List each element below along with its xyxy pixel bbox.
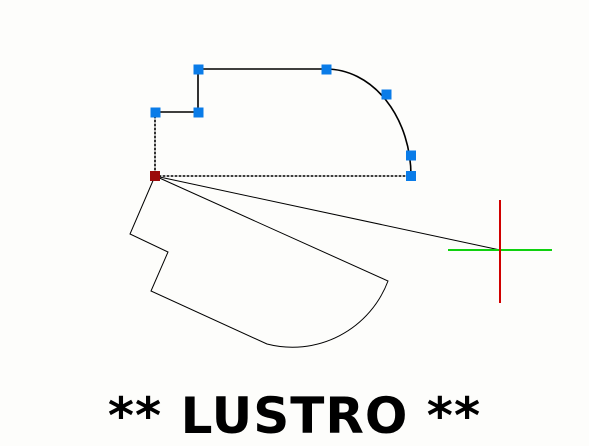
- mirror-preview-polyline: [129, 175, 389, 348]
- grip-vertex[interactable]: [193, 64, 204, 75]
- mirror-line: [154, 175, 501, 251]
- grip-vertex[interactable]: [321, 64, 332, 75]
- base-point-grip[interactable]: [150, 171, 160, 181]
- grip-arc-midpoint[interactable]: [381, 89, 392, 100]
- grip-vertex[interactable]: [406, 171, 416, 181]
- grip-vertex[interactable]: [193, 107, 204, 118]
- grip-set[interactable]: [150, 64, 416, 182]
- grip-vertex[interactable]: [150, 107, 161, 118]
- selected-polyline[interactable]: [154, 68, 412, 177]
- grip-arc-endpoint[interactable]: [406, 150, 416, 161]
- crosshair-cursor: [448, 200, 552, 303]
- command-mode-label: ** LUSTRO **: [107, 387, 482, 445]
- selected-polyline-dashes: [154, 112, 411, 177]
- selected-polyline-solid: [154, 68, 412, 177]
